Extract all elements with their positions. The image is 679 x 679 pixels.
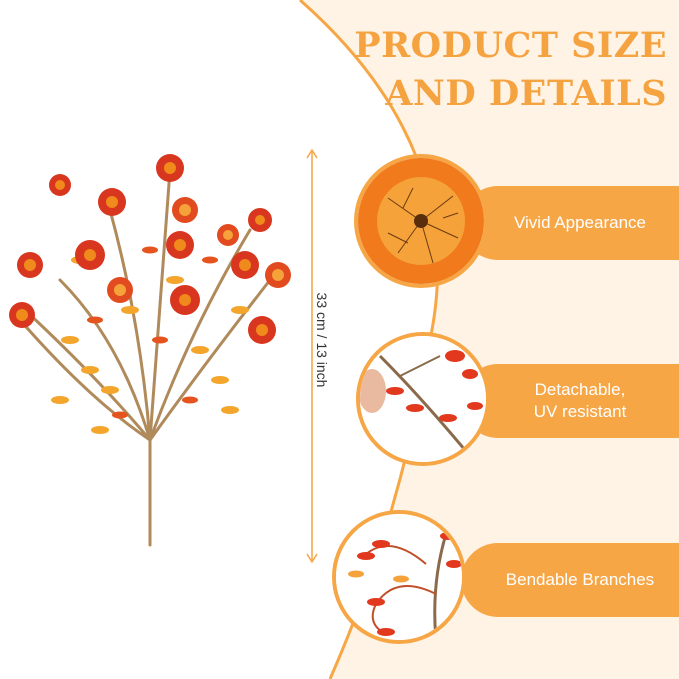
- feature-label: Vivid Appearance: [513, 213, 646, 232]
- feature-bendable-branches: Bendable Branches: [461, 543, 679, 617]
- flower-closeup-image: [354, 154, 488, 288]
- title-line-2: AND DETAILS: [385, 73, 667, 114]
- detachable-leaf-image: [356, 332, 490, 466]
- height-measure-line: [306, 148, 318, 564]
- plant-image: [9, 154, 291, 547]
- page-title: PRODUCT SIZE AND DETAILS: [337, 22, 667, 118]
- title-line-1: PRODUCT SIZE: [354, 25, 667, 66]
- feature-label-line-1: Detachable,: [534, 380, 626, 399]
- feature-label: Bendable Branches: [505, 570, 655, 589]
- feature-label-line-2: UV resistant: [533, 402, 627, 421]
- height-label: 33 cm / 13 inch: [314, 292, 330, 388]
- feature-detachable: Detachable, UV resistant: [461, 364, 679, 438]
- feature-vivid-appearance: Vivid Appearance: [461, 186, 679, 260]
- bendable-branch-image: [332, 510, 466, 644]
